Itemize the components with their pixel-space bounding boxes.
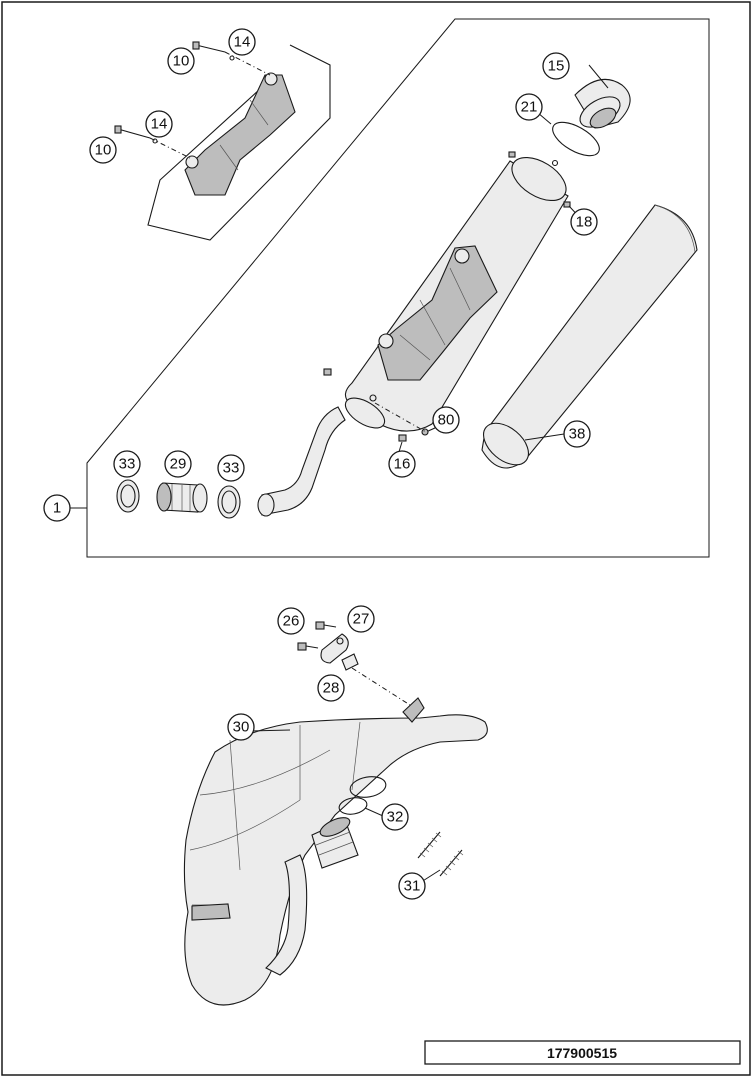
svg-text:14: 14 — [151, 116, 168, 133]
svg-text:18: 18 — [576, 214, 593, 231]
svg-text:27: 27 — [353, 611, 370, 628]
seal-ring — [552, 121, 600, 157]
svg-text:21: 21 — [521, 99, 538, 116]
callout-32: 32 — [381, 803, 409, 831]
drawing-number-box: 177900515 — [424, 1040, 741, 1065]
silencer-body — [344, 156, 569, 432]
screw-18a — [508, 151, 516, 158]
drawing-number: 177900515 — [547, 1045, 617, 1061]
sleeve-29 — [156, 482, 208, 513]
callout-10-top: 10 — [167, 47, 195, 75]
svg-text:80: 80 — [438, 412, 455, 429]
assembly-frame — [86, 18, 710, 558]
link-pipe — [261, 406, 346, 516]
svg-text:1: 1 — [53, 500, 61, 517]
callout-18: 18 — [570, 208, 598, 236]
callout-21: 21 — [515, 93, 543, 121]
silencer-sleeve — [481, 204, 698, 469]
springs-31 — [417, 831, 464, 877]
callout-16: 16 — [388, 450, 416, 478]
callout-10-mid: 10 — [89, 136, 117, 164]
gasket-33-left — [116, 479, 140, 513]
svg-text:38: 38 — [569, 426, 586, 443]
svg-text:14: 14 — [234, 34, 251, 51]
gasket-32b — [338, 797, 368, 815]
svg-text:29: 29 — [170, 456, 187, 473]
callout-30: 30 — [227, 713, 255, 741]
end-cap — [574, 78, 631, 129]
callout-38: 38 — [563, 420, 591, 448]
callout-28: 28 — [317, 674, 345, 702]
svg-text:33: 33 — [119, 456, 136, 473]
callout-14-mid: 14 — [145, 110, 173, 138]
callout-27: 27 — [347, 605, 375, 633]
svg-text:16: 16 — [394, 456, 411, 473]
svg-text:15: 15 — [548, 58, 565, 75]
callout-33-right: 33 — [217, 454, 245, 482]
callout-80: 80 — [432, 406, 460, 434]
svg-text:30: 30 — [233, 719, 250, 736]
svg-text:28: 28 — [323, 680, 340, 697]
detail-inset — [114, 41, 331, 241]
svg-text:10: 10 — [173, 53, 190, 70]
bracket-parts — [297, 621, 411, 706]
callout-26: 26 — [277, 607, 305, 635]
gasket-33-right — [217, 485, 241, 519]
svg-text:33: 33 — [223, 460, 240, 477]
screw-18b — [563, 201, 571, 208]
callout-31: 31 — [398, 872, 426, 900]
callout-33-left: 33 — [113, 450, 141, 478]
screw-top — [323, 368, 332, 376]
svg-text:31: 31 — [404, 878, 421, 895]
screw-16 — [398, 434, 407, 442]
svg-text:10: 10 — [95, 142, 112, 159]
svg-text:26: 26 — [283, 613, 300, 630]
gasket-32a — [349, 776, 387, 798]
callout-15: 15 — [542, 52, 570, 80]
header-pipe — [183, 697, 488, 1006]
callout-29: 29 — [164, 450, 192, 478]
callout-1: 1 — [43, 494, 71, 522]
callout-14-top: 14 — [228, 28, 256, 56]
svg-text:32: 32 — [387, 809, 404, 826]
